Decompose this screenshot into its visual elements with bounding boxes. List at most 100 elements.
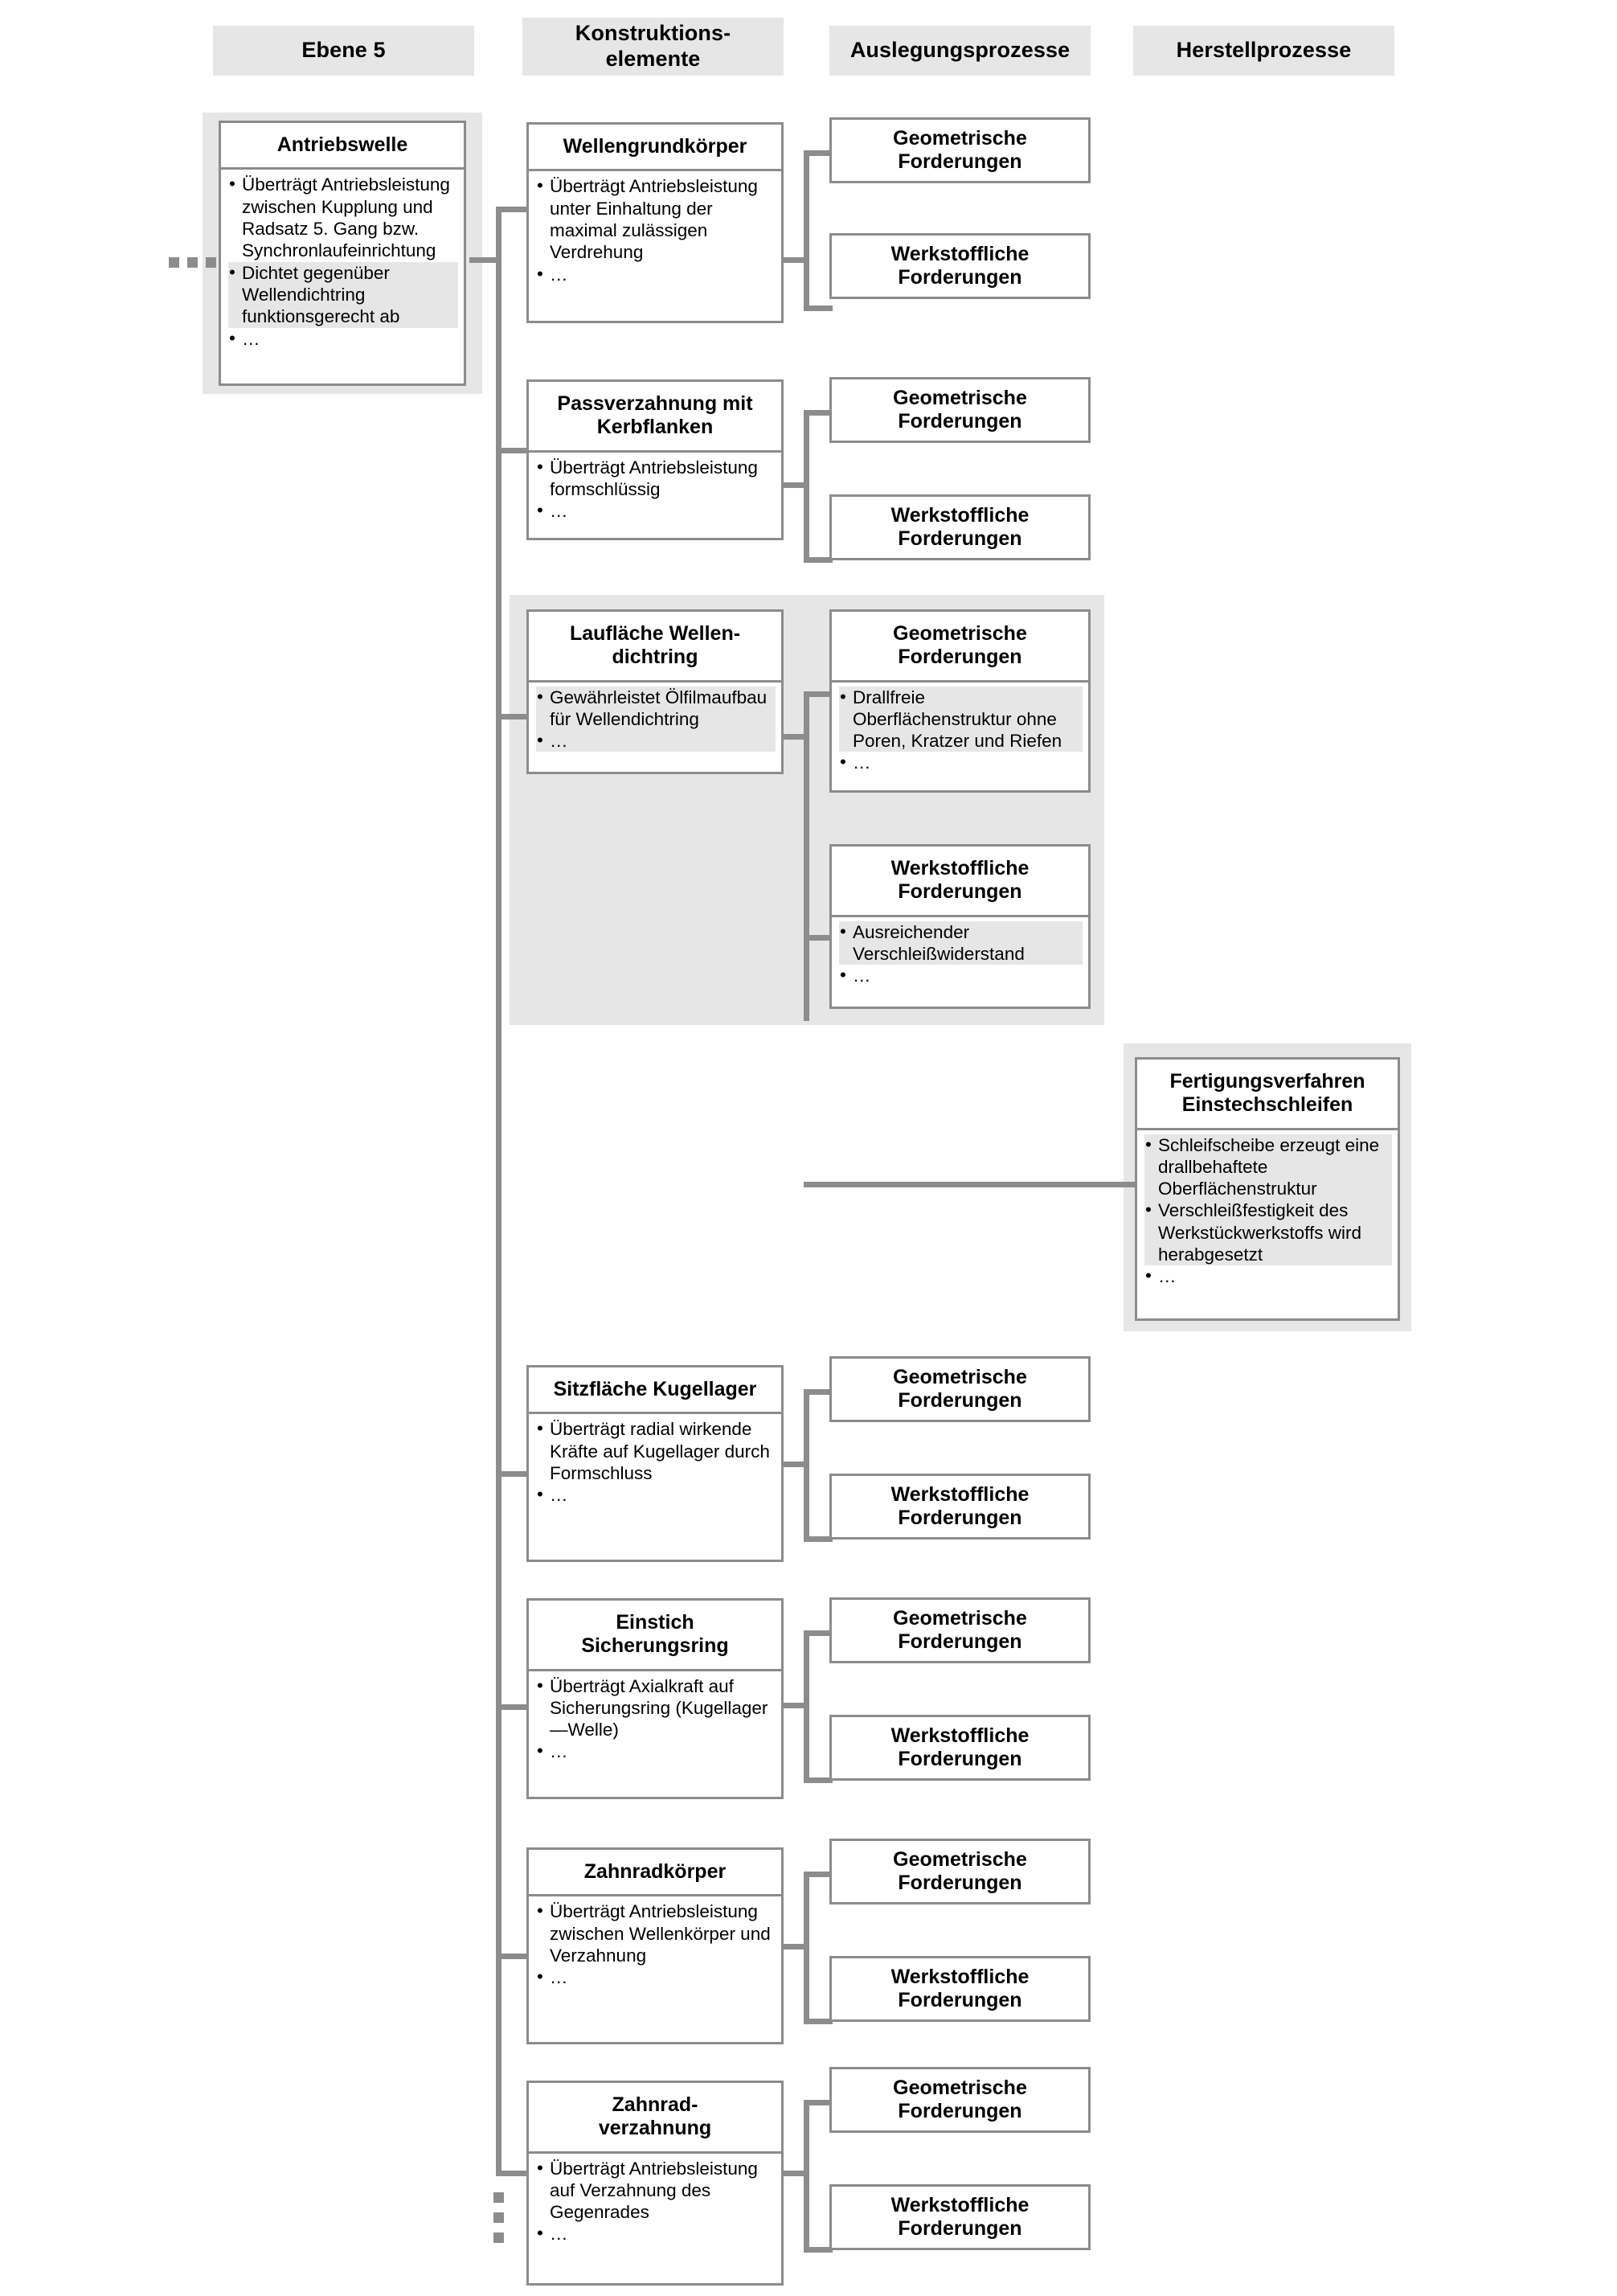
- bullet-item: …: [536, 1483, 776, 1506]
- connector-trunk-to-laufflaeche: [496, 714, 534, 720]
- connector-bracket-bot-1: [804, 305, 833, 311]
- connector-bracket-spine-2: [804, 410, 809, 563]
- bullet-list: Überträgt Antriebsleistung zwischen Well…: [536, 1900, 776, 1988]
- bullet-list: Überträgt radial wirkende Kräfte auf Kug…: [536, 1417, 776, 1506]
- bullet-item: …: [536, 263, 776, 285]
- dotted-connector-bottom-3: [493, 2232, 504, 2243]
- bullet-item: Überträgt Antriebsleistung formschlüssig: [536, 456, 776, 501]
- bullet-list: Schleifscheibe erzeugt eine drallbehafte…: [1144, 1134, 1392, 1288]
- connector-bracket-spine-4: [804, 1389, 809, 1542]
- connector-bracket-top-7: [804, 2100, 833, 2105]
- node-body: Überträgt Antriebsleistung formschlüssig…: [529, 453, 781, 528]
- bullet-item: …: [536, 729, 776, 752]
- node-title: Antriebswelle: [221, 123, 464, 170]
- connector-to-fertigungsverfahren: [804, 1182, 1149, 1187]
- node-wellengrundkoerper[interactable]: Wellengrundkörper Überträgt Antriebsleis…: [526, 122, 784, 323]
- column-header-konstruktionselemente: Konstruktions-elemente: [522, 18, 784, 76]
- connector-sitzflaeche-out: [784, 1462, 806, 1467]
- bullet-item: Verschleißfestigkeit des Werkstückwerkst…: [1144, 1199, 1392, 1266]
- connector-zahnradverzahnung-out: [784, 2171, 806, 2176]
- bullet-item: Ausreichender Verschleißwiderstand: [839, 920, 1083, 966]
- dotted-connector-left-3: [206, 257, 216, 268]
- connector-bracket-top-6: [804, 1872, 833, 1877]
- connector-bracket-spine-6: [804, 1872, 809, 2024]
- node-antriebswelle[interactable]: Antriebswelle Überträgt Antriebsleistung…: [219, 121, 466, 386]
- node-body: Überträgt Antriebsleistung unter Einhalt…: [529, 171, 781, 291]
- dotted-connector-bottom-2: [493, 2212, 504, 2223]
- node-title: Sitzfläche Kugellager: [529, 1367, 781, 1415]
- bullet-list: Gewährleistet Ölfilmaufbau für Wellendic…: [536, 686, 776, 752]
- bullet-item: …: [536, 499, 776, 522]
- bullet-item: …: [536, 1966, 776, 1988]
- bullet-item: Überträgt Antriebsleistung unter Einhalt…: [536, 174, 776, 263]
- connector-antriebswelle-out: [469, 257, 501, 263]
- bullet-list: Überträgt Antriebsleistung zwischen Kupp…: [228, 173, 458, 350]
- node-title: Laufläche Wellen-dichtring: [529, 612, 781, 683]
- connector-bracket-top-4: [804, 1389, 833, 1395]
- connector-trunk-to-passverzahnung: [496, 448, 534, 453]
- column-header-label: Auslegungsprozesse: [849, 38, 1070, 63]
- bullet-item: …: [536, 2222, 776, 2245]
- column-header-label: Herstellprozesse: [1176, 38, 1352, 63]
- connector-trunk-to-zahnradkoerper: [496, 1954, 534, 1959]
- node-body: Schleifscheibe erzeugt eine drallbehafte…: [1137, 1130, 1398, 1294]
- connector-trunk-riser-1: [496, 207, 501, 263]
- connector-bracket-top-1: [804, 150, 833, 156]
- column-header-label: Konstruktions-elemente: [575, 21, 731, 71]
- node-body: Überträgt Axialkraft auf Sicherungsring …: [529, 1671, 781, 1769]
- connector-bracket-spine-7: [804, 2100, 809, 2253]
- connector-trunk-main: [496, 257, 501, 2171]
- node-zahnradverzahnung[interactable]: Zahnrad-verzahnung Überträgt Antriebslei…: [526, 2081, 784, 2286]
- node-body: Gewährleistet Ölfilmaufbau für Wellendic…: [529, 683, 781, 758]
- connector-bracket-bot-5: [804, 1777, 833, 1783]
- connector-einstich-out: [784, 1703, 806, 1708]
- bullet-item: Drallfreie Oberflächenstruktur ohne Pore…: [839, 686, 1083, 752]
- bullet-item: Dichtet gegenüber Wellendichtring funkti…: [228, 261, 458, 328]
- bullet-item: …: [1144, 1265, 1392, 1287]
- connector-trunk-to-zahnradverzahnung: [496, 2171, 534, 2176]
- node-title: Wellengrundkörper: [529, 125, 781, 172]
- node-body: Überträgt Antriebsleistung zwischen Well…: [529, 1896, 781, 1994]
- bullet-list: Überträgt Antriebsleistung unter Einhalt…: [536, 174, 776, 285]
- connector-trunk-to-sitzflaeche: [496, 1471, 534, 1477]
- dotted-connector-bottom-1: [493, 2192, 504, 2203]
- node-body: Drallfreie Oberflächenstruktur ohne Pore…: [832, 683, 1088, 780]
- connector-laufflaeche-out: [784, 734, 806, 740]
- node-zahnradkoerper[interactable]: Zahnradkörper Überträgt Antriebsleistung…: [526, 1847, 784, 2044]
- bullet-list: Ausreichender Verschleißwiderstand …: [839, 920, 1083, 987]
- connector-bracket-bot-3: [804, 935, 833, 941]
- bullet-item: Überträgt Axialkraft auf Sicherungsring …: [536, 1675, 776, 1741]
- bullet-item: …: [839, 964, 1083, 986]
- node-laufflaeche-wellendichtring[interactable]: Laufläche Wellen-dichtring Gewährleistet…: [526, 609, 784, 774]
- connector-wellengrundkoerper-out: [784, 257, 806, 263]
- column-header-auslegungsprozesse: Auslegungsprozesse: [829, 26, 1091, 76]
- column-header-ebene5: Ebene 5: [213, 26, 474, 76]
- node-sitzflaeche-kugellager[interactable]: Sitzfläche Kugellager Überträgt radial w…: [526, 1365, 784, 1562]
- connector-bracket-bot-6: [804, 2019, 833, 2024]
